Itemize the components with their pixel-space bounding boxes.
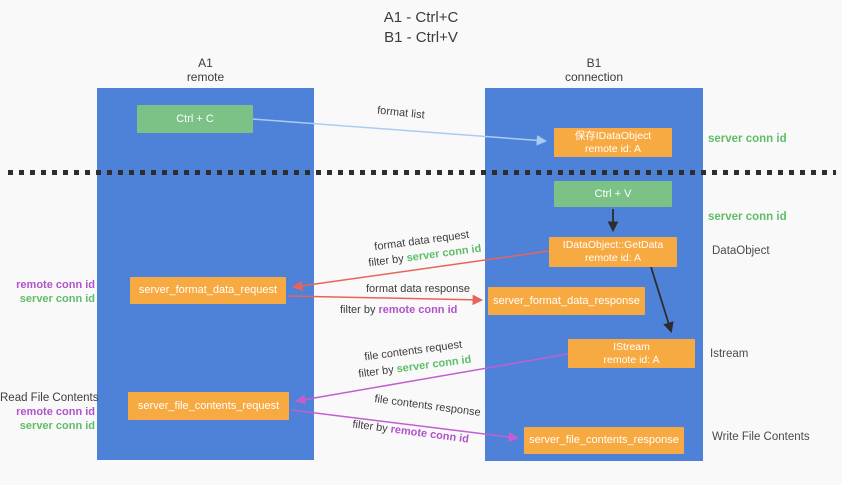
filter-by-text: filter by: [351, 418, 392, 436]
save-dataobject-node: 保存IDataObject remote id: A: [554, 128, 672, 157]
read-file-contents-annotation: Read File Contents: [0, 392, 99, 404]
server-format-data-request-label: server_format_data_request: [138, 284, 278, 296]
write-file-contents-annotation: Write File Contents: [712, 431, 810, 443]
format-list-label: format list: [376, 104, 426, 122]
server-conn-id-annotation-mid: server conn id: [708, 211, 787, 223]
server-file-contents-request-node: server_file_contents_request: [128, 392, 289, 420]
getdata-line1: IDataObject::GetData: [562, 239, 664, 251]
ctrl-c-node: Ctrl + C: [137, 105, 253, 133]
filter-by-remote-conn-id-label-2: filter by remote conn id: [352, 418, 470, 445]
ctrl-v-label: Ctrl + V: [594, 187, 632, 200]
ctrl-v-node: Ctrl + V: [554, 181, 672, 207]
title-line-2: B1 - Ctrl+V: [384, 29, 458, 46]
filter-by-text: filter by: [340, 304, 379, 316]
server-file-contents-request-label: server_file_contents_request: [137, 399, 280, 412]
left-mid-annotations: remote conn id server conn id: [0, 278, 95, 306]
lane-right-role: connection: [564, 70, 624, 84]
filter-by-remote-conn-id-label-1: filter by remote conn id: [340, 304, 457, 316]
lane-right-name: B1: [586, 56, 602, 70]
server-file-contents-response-node: server_file_contents_response: [524, 427, 684, 454]
server-file-contents-response-label: server_file_contents_response: [529, 434, 679, 446]
getdata-node: IDataObject::GetData remote id: A: [549, 237, 677, 267]
istream-line2: remote id: A: [603, 353, 660, 366]
server-format-data-request-node: server_format_data_request: [130, 277, 286, 304]
server-conn-id-annotation: server conn id: [19, 420, 95, 432]
lane-left-role: remote: [186, 70, 225, 84]
remote-conn-id-key: remote conn id: [389, 423, 470, 446]
file-contents-response-label: file contents response: [373, 393, 482, 419]
format-data-response-arrow: [287, 294, 484, 306]
left-bottom-annotations: Read File Contents remote conn id server…: [0, 391, 99, 433]
istream-node: IStream remote id: A: [568, 339, 695, 368]
filter-by-text: filter by: [357, 363, 398, 381]
title-line-1: A1 - Ctrl+C: [383, 9, 459, 26]
format-data-response-label: format data response: [366, 283, 470, 295]
save-dataobject-line1: 保存IDataObject: [574, 129, 652, 142]
istream-annotation: Istream: [710, 348, 749, 360]
ctrl-c-label: Ctrl + C: [176, 112, 214, 125]
remote-conn-id-annotation: remote conn id: [16, 279, 95, 291]
remote-conn-id-annotation: remote conn id: [16, 406, 95, 418]
lane-left-name: A1: [198, 56, 213, 70]
server-conn-id-annotation: server conn id: [19, 293, 95, 305]
diagram-title: A1 - Ctrl+C B1 - Ctrl+V: [336, 8, 506, 48]
server-format-data-response-node: server_format_data_response: [488, 287, 645, 315]
lane-right-header: B1 connection: [485, 56, 703, 84]
lane-left-header: A1 remote: [97, 56, 314, 84]
save-dataobject-line2: remote id: A: [584, 142, 642, 155]
session-divider: [8, 170, 836, 175]
getdata-line2: remote id: A: [584, 252, 642, 264]
dataobject-annotation: DataObject: [712, 245, 770, 257]
filter-by-text: filter by: [367, 252, 408, 270]
server-format-data-response-label: server_format_data_response: [493, 294, 640, 307]
istream-line1: IStream: [613, 340, 650, 353]
remote-conn-id-key: remote conn id: [378, 304, 458, 316]
server-conn-id-annotation-top: server conn id: [708, 133, 787, 145]
